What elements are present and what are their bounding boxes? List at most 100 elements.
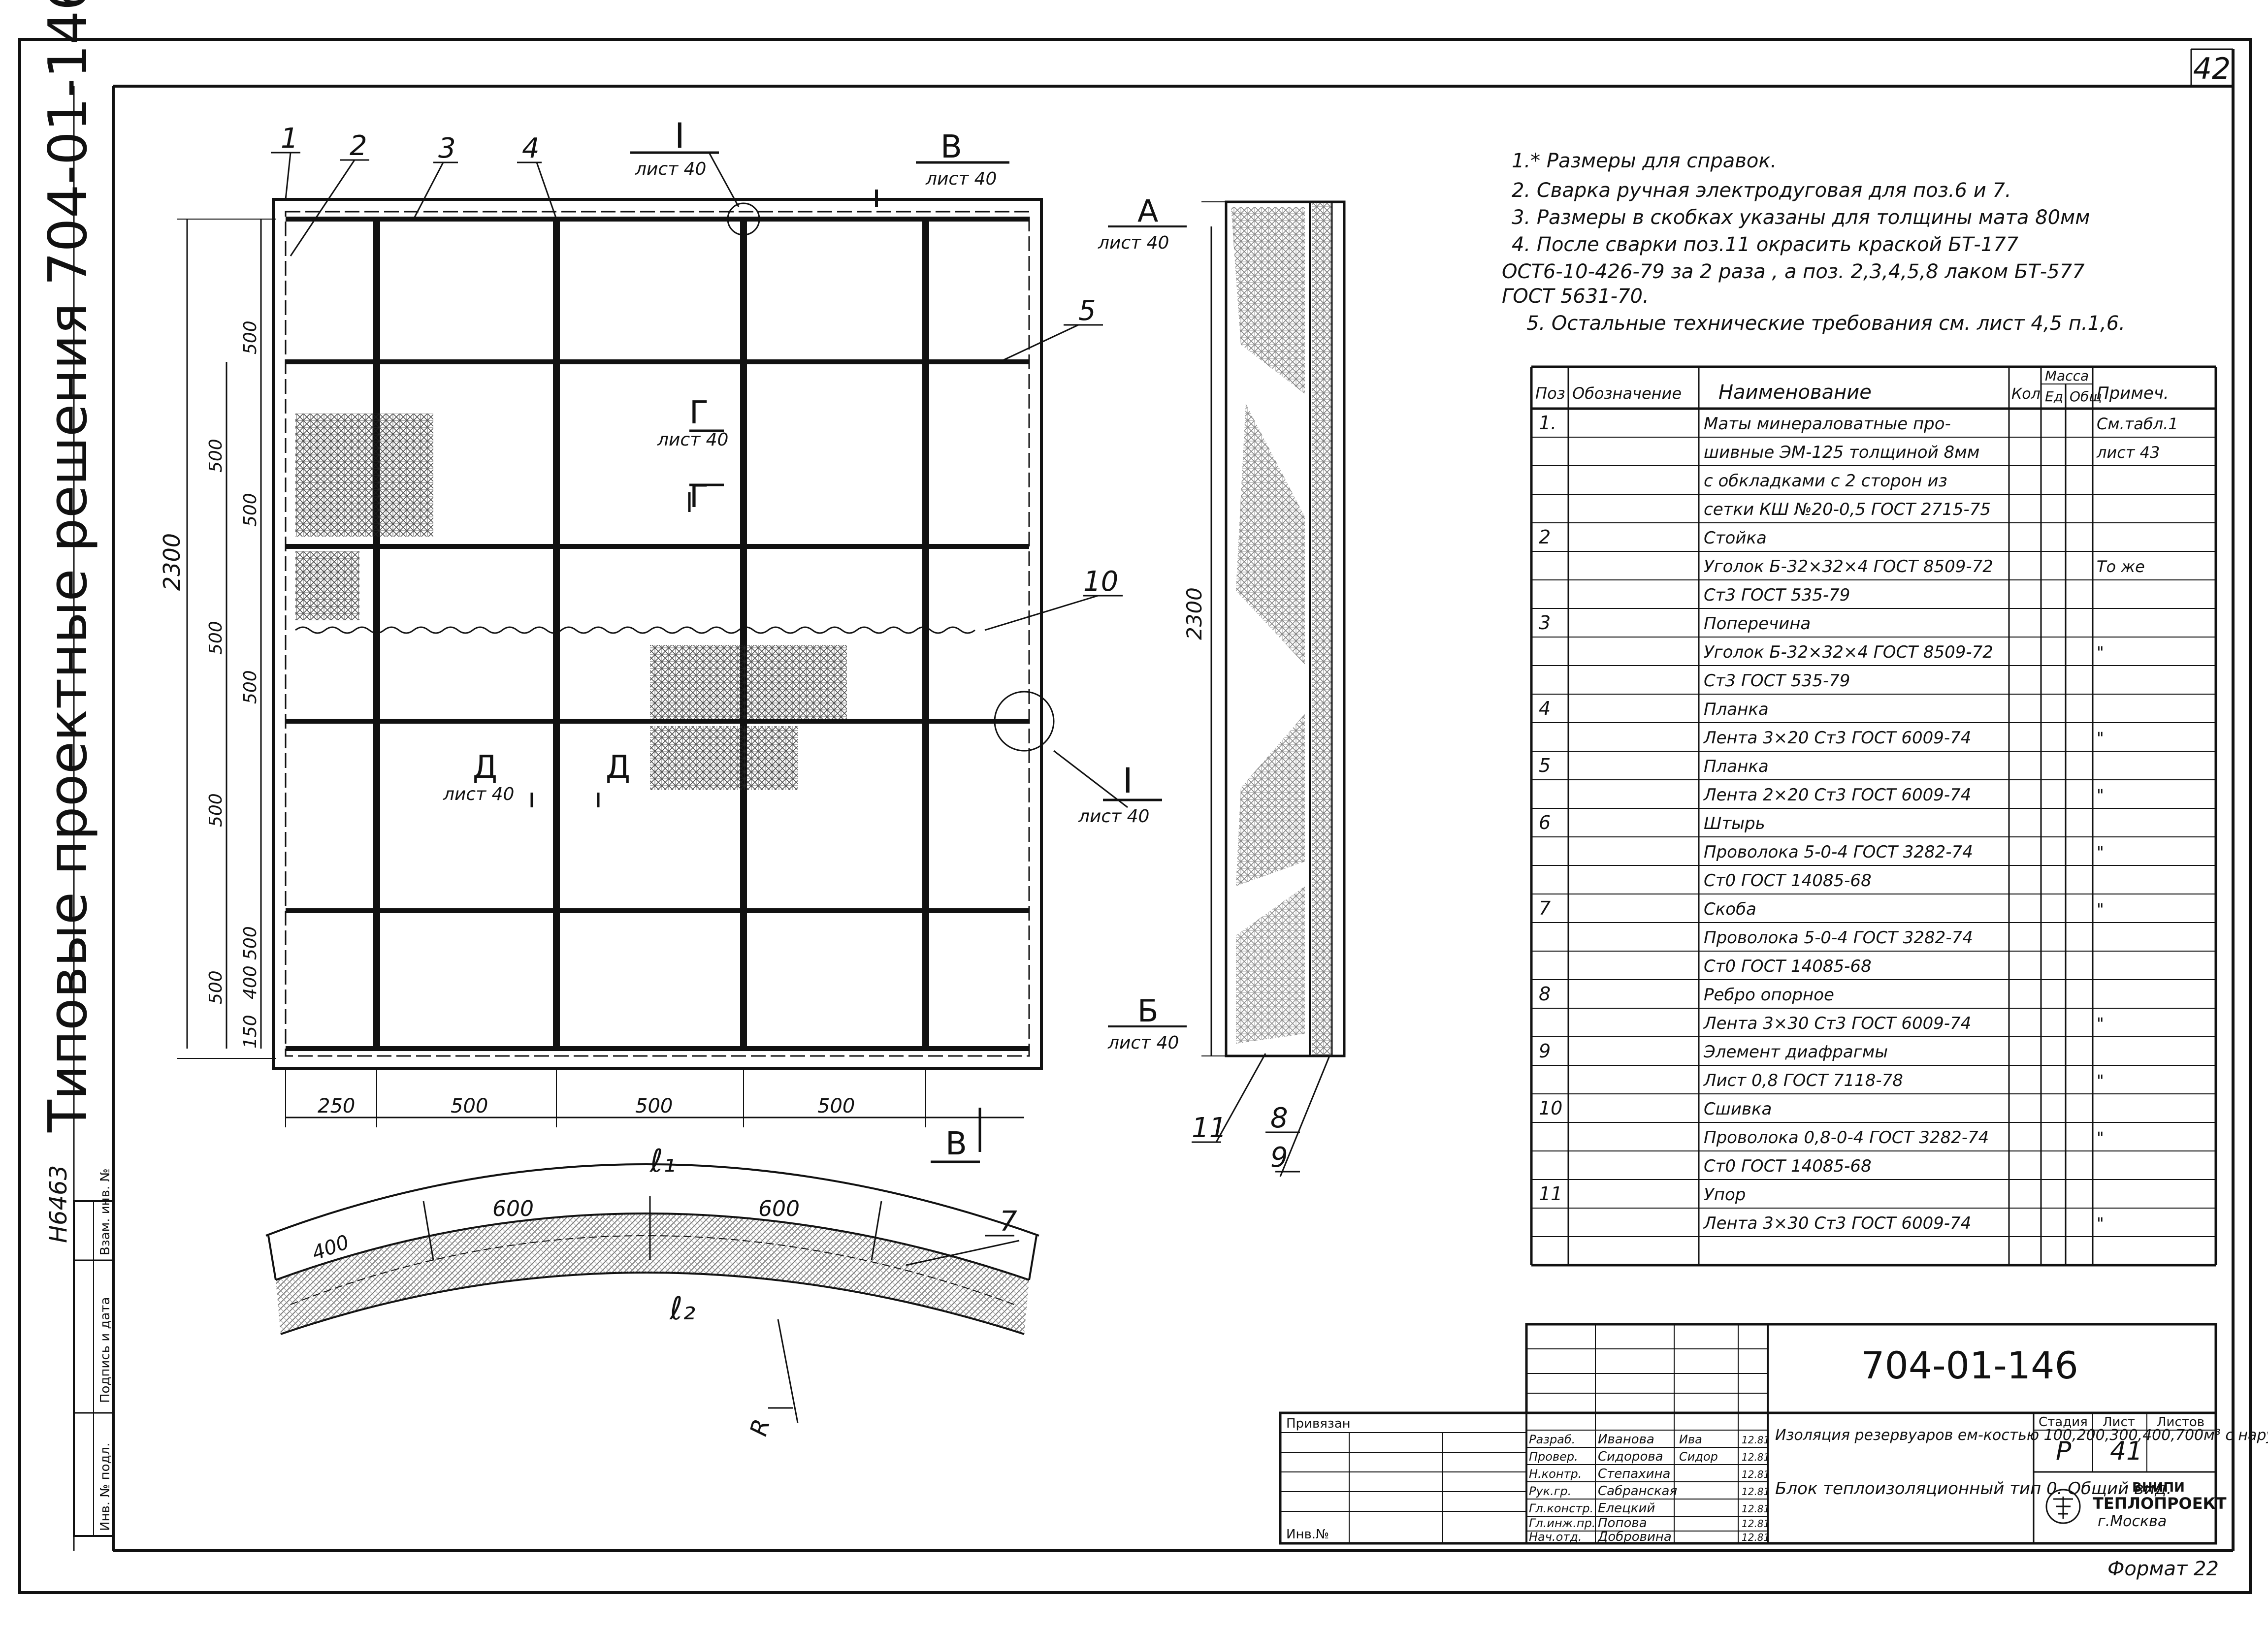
- title-role-name: Добровина: [1597, 1530, 1672, 1544]
- title-role-date: 12.81: [1742, 1532, 1770, 1543]
- title-role-role: Нач.отд.: [1529, 1530, 1582, 1544]
- height-dim-outer-4: 500: [206, 970, 226, 1004]
- vertical-title: Типовые проектные решения 704-01-146 Аль…: [37, 0, 99, 1133]
- title-stage: Р: [2056, 1436, 2072, 1466]
- section-B-bottom-mark: В: [945, 1126, 967, 1162]
- title-role-name: Елецкий: [1598, 1501, 1655, 1516]
- spec-row-name: Уголок Б-32×32×4 ГОСТ 8509-72: [1704, 557, 1993, 576]
- notes: 1.* Размеры для справок. 2. Сварка ручна…: [1502, 150, 2125, 335]
- title-sheets-label: Листов: [2157, 1415, 2204, 1430]
- side-section-A-sheet: лист 40: [1098, 233, 1169, 253]
- title-org-line1: ВНИПИ: [2132, 1480, 2185, 1495]
- spec-row-name: Маты минераловатные про-: [1704, 414, 1951, 434]
- height-dim-outer-2: 500: [206, 621, 226, 655]
- side-height: 2300: [1182, 587, 1206, 640]
- section-D-sheet: лист 40: [443, 784, 514, 804]
- spec-row-name: Уголок Б-32×32×4 ГОСТ 8509-72: [1704, 642, 1993, 662]
- spec-row-name: Элемент диафрагмы: [1703, 1042, 1888, 1062]
- height-dim-inner-3: 500: [240, 670, 260, 704]
- note-3: 3. Размеры в скобках указаны для толщины…: [1512, 206, 2090, 229]
- section-D-mark-2: Д: [606, 749, 630, 786]
- margin-label-replace: Взам. инв. №: [98, 1168, 113, 1255]
- spec-row-note: См.табл.1: [2097, 415, 2178, 433]
- section-B-sheet: лист 40: [925, 169, 997, 189]
- spec-header-qty: Кол: [2011, 385, 2041, 403]
- width-dim-4: 500: [817, 1095, 855, 1117]
- title-org-line3: г.Москва: [2098, 1513, 2167, 1530]
- title-role-date: 12.81: [1742, 1451, 1770, 1463]
- title-role-date: 12.81: [1742, 1468, 1770, 1480]
- spec-row-note: ": [2097, 1014, 2104, 1033]
- spec-row-pos: 5: [1539, 755, 1551, 776]
- title-doc-number: 704-01-146: [1861, 1343, 2078, 1387]
- side-leader-11: 11: [1192, 1112, 1227, 1144]
- arc-leader-7: 7: [1000, 1206, 1017, 1238]
- margin-label-sign: Подпись и дата: [98, 1297, 113, 1403]
- arc-l1: ℓ₁: [649, 1143, 676, 1180]
- spec-header-mass-unit: Ед: [2045, 388, 2063, 405]
- arc-dim-600-right: 600: [758, 1196, 800, 1221]
- spec-row-pos: 2: [1539, 526, 1551, 548]
- title-sheet-title: Блок теплоизоляционный тип 0. Общий вид.: [1775, 1479, 2172, 1499]
- spec-row-name: Ст0 ГОСТ 14085-68: [1704, 1156, 1872, 1176]
- spec-row-name: Ст0 ГОСТ 14085-68: [1704, 957, 1872, 976]
- spec-row-name: Стойка: [1704, 528, 1767, 548]
- title-role-date: 12.81: [1742, 1434, 1770, 1446]
- spec-row-name: Лента 3×30 Ст3 ГОСТ 6009-74: [1703, 1014, 1971, 1033]
- note-5: 5. Остальные технические требования см. …: [1526, 312, 2125, 335]
- section-I-top-mark: I: [675, 116, 685, 156]
- spec-header-pos: Поз: [1535, 384, 1565, 403]
- spec-row-name: Ст0 ГОСТ 14085-68: [1704, 871, 1872, 891]
- spec-row-name: Упор: [1704, 1185, 1746, 1205]
- spec-row-name: Ст3 ГОСТ 535-79: [1704, 671, 1850, 691]
- title-format: Формат 22: [2107, 1558, 2219, 1580]
- spec-row-name: Скоба: [1704, 899, 1756, 919]
- note-4-cont2: ГОСТ 5631-70.: [1502, 285, 1649, 308]
- section-I-right-mark: I: [1123, 761, 1133, 801]
- spec-header-mass-total: Общ: [2070, 388, 2102, 405]
- spec-row-name: Лента 3×20 Ст3 ГОСТ 6009-74: [1703, 728, 1971, 748]
- side-leader-9: 9: [1270, 1142, 1288, 1174]
- spec-row-name: Ст3 ГОСТ 535-79: [1704, 585, 1850, 605]
- title-role-date: 12.81: [1742, 1503, 1770, 1515]
- section-I-top-sheet: лист 40: [635, 159, 706, 179]
- title-role-date: 12.81: [1742, 1518, 1770, 1530]
- note-1: 1.* Размеры для справок.: [1512, 150, 1777, 172]
- title-inv-no: Инв.№: [1286, 1527, 1329, 1542]
- height-dim-outer-1: 500: [206, 439, 226, 473]
- height-dim-inner-5: 400: [240, 965, 260, 999]
- margin-id: Н6463: [45, 1165, 72, 1243]
- height-dim-inner-4: 500: [240, 926, 260, 960]
- arc-l2: ℓ₂: [669, 1291, 695, 1327]
- title-role-sign: Сидор: [1679, 1450, 1718, 1464]
- spec-table-grid: [1530, 365, 2217, 1267]
- spec-header-designation: Обозначение: [1572, 384, 1682, 403]
- width-dim-2: 500: [451, 1095, 488, 1117]
- note-4: 4. После сварки поз.11 окрасить краской …: [1512, 233, 2019, 256]
- side-section-B-mark: Б: [1137, 993, 1159, 1029]
- section-I-right-sheet: лист 40: [1078, 806, 1149, 827]
- spec-row-pos: 8: [1539, 983, 1551, 1005]
- spec-row-note: ": [2097, 643, 2104, 662]
- spec-row-name: Поперечина: [1704, 614, 1811, 634]
- spec-row-note: ": [2097, 1214, 2104, 1233]
- title-role-role: Гл.констр.: [1529, 1501, 1593, 1515]
- page-number: 42: [2193, 52, 2231, 86]
- spec-row-note: ": [2097, 729, 2104, 747]
- arc-view: [265, 1163, 1039, 1423]
- spec-row-name: Планка: [1704, 700, 1769, 719]
- leader-10: 10: [1083, 566, 1118, 598]
- spec-header-mass: Масса: [2045, 368, 2089, 384]
- title-stage-label: Стадия: [2039, 1415, 2088, 1430]
- spec-row-note: лист 43: [2096, 443, 2160, 462]
- margin-label-inv: Инв. № подл.: [98, 1443, 113, 1531]
- title-sheet-label: Лист: [2103, 1415, 2135, 1430]
- spec-row-pos: 7: [1539, 897, 1551, 919]
- height-dim-inner-1: 500: [240, 320, 260, 354]
- note-4-cont: ОСТ6-10-426-79 за 2 раза , а поз. 2,3,4,…: [1502, 260, 2085, 283]
- arc-radius: R: [745, 1416, 776, 1439]
- spec-row-pos: 1.: [1539, 412, 1556, 434]
